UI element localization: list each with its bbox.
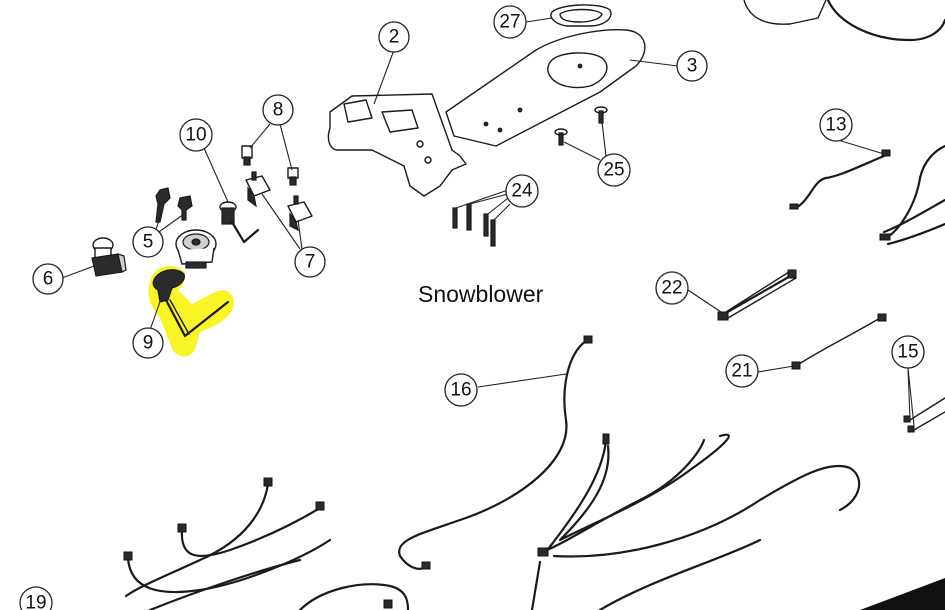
part-top-right-housing	[743, 0, 945, 42]
callout-22[interactable]: 22	[655, 271, 689, 305]
callout-9[interactable]: 9	[132, 327, 164, 359]
callout-21-label: 21	[731, 361, 752, 382]
part-9-t-handle[interactable]	[152, 269, 230, 338]
callout-21[interactable]: 21	[725, 354, 759, 388]
callout-13-label: 13	[825, 115, 846, 136]
part-6-push-switch[interactable]	[91, 237, 127, 277]
bottom-right-edge	[860, 578, 945, 610]
part-5-ignition[interactable]	[155, 187, 217, 269]
callout-10[interactable]: 10	[179, 118, 213, 152]
callout-6-label: 6	[43, 269, 54, 290]
callout-2[interactable]: 2	[378, 21, 410, 53]
callout-2-label: 2	[389, 27, 400, 48]
callout-8[interactable]: 8	[262, 94, 294, 126]
callout-15[interactable]: 15	[891, 335, 925, 369]
callout-3-label: 3	[687, 56, 698, 77]
callout-27-label: 27	[499, 12, 520, 33]
callout-5[interactable]: 5	[132, 226, 164, 258]
callout-19-label: 19	[25, 593, 46, 610]
callout-7[interactable]: 7	[294, 246, 326, 278]
callout-15-label: 15	[897, 342, 918, 363]
callout-27[interactable]: 27	[493, 5, 527, 39]
callout-8-label: 8	[273, 100, 284, 121]
callout-22-label: 22	[661, 278, 682, 299]
part-25-screws[interactable]	[554, 106, 608, 146]
part-24-rivets[interactable]	[452, 203, 496, 247]
part-2-bracket[interactable]	[327, 93, 467, 197]
callout-3[interactable]: 3	[676, 50, 708, 82]
callout-7-label: 7	[305, 252, 316, 273]
callout-19[interactable]: 19	[19, 586, 53, 610]
part-15-wires[interactable]	[903, 397, 945, 433]
callout-24[interactable]: 24	[505, 174, 539, 208]
part-27-clamp[interactable]	[550, 4, 612, 27]
part-7-toggle-switches[interactable]	[245, 171, 313, 232]
callout-25-label: 25	[603, 160, 624, 181]
callout-16-label: 16	[450, 380, 471, 401]
callout-9-label: 9	[143, 333, 154, 354]
callout-5-label: 5	[143, 232, 154, 253]
part-10-pull-switch[interactable]	[219, 201, 260, 244]
callout-16[interactable]: 16	[444, 373, 478, 407]
callout-6[interactable]: 6	[32, 263, 64, 295]
part-19-harness[interactable]	[123, 477, 410, 610]
callout-24-label: 24	[511, 181, 533, 202]
part-22-harness[interactable]	[717, 269, 797, 321]
part-3-plate[interactable]	[445, 28, 646, 147]
part-16-harness[interactable]	[398, 335, 861, 610]
part-8-studs[interactable]	[241, 145, 299, 186]
part-21-cable[interactable]	[791, 313, 887, 370]
callout-25[interactable]: 25	[597, 153, 631, 187]
diagram-title: Snowblower	[418, 281, 544, 307]
callout-10-label: 10	[185, 125, 206, 146]
part-13-harness[interactable]	[789, 144, 945, 246]
callout-13[interactable]: 13	[819, 108, 853, 142]
